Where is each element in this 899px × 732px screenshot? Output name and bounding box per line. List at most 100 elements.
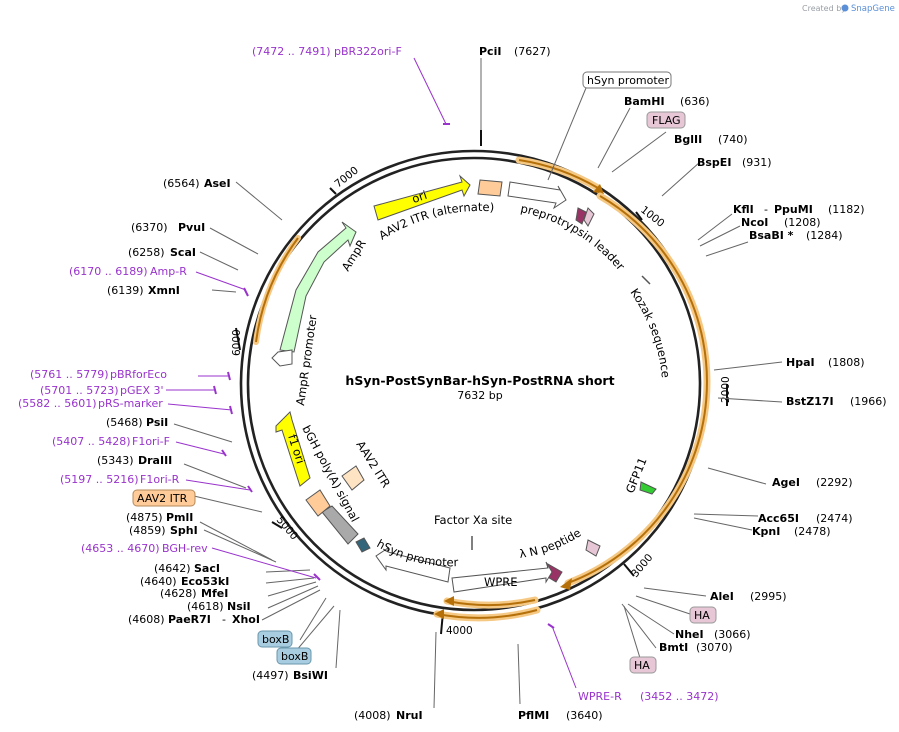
svg-text:PvuI: PvuI xyxy=(178,221,205,234)
primer-pgex3: (5701 .. 5723) pGEX 3' xyxy=(40,384,164,397)
gfp11-arrow xyxy=(639,481,657,495)
svg-text:(1966): (1966) xyxy=(850,395,887,408)
plasmid-size: 7632 bp xyxy=(457,389,502,402)
svg-text:PflMI: PflMI xyxy=(518,709,549,722)
svg-text:Acc65I: Acc65I xyxy=(758,512,799,525)
svg-text:FLAG: FLAG xyxy=(652,114,681,127)
tag-aav2-itr: AAV2 ITR xyxy=(132,489,196,507)
svg-text:(5582 .. 5601): (5582 .. 5601) xyxy=(18,397,97,410)
tick-marks xyxy=(235,130,728,635)
svg-text:(6370): (6370) xyxy=(131,221,168,234)
orf-arcs xyxy=(253,156,711,622)
backbone-inner xyxy=(246,156,702,612)
svg-text:pBRforEco: pBRforEco xyxy=(110,368,167,381)
svg-text:(2474): (2474) xyxy=(816,512,853,525)
site-bglii: BglII (740) xyxy=(674,133,748,146)
svg-text:ScaI: ScaI xyxy=(170,246,196,259)
svg-text:PmlI: PmlI xyxy=(166,511,193,524)
svg-text:DraIII: DraIII xyxy=(138,454,172,467)
svg-text:MfeI: MfeI xyxy=(201,587,228,600)
kozak-marker xyxy=(641,275,651,285)
tick-label: 6000 xyxy=(231,329,243,356)
boxb-marker xyxy=(355,537,371,553)
site-agei: AgeI (2292) xyxy=(772,476,853,489)
tag-flag: FLAG xyxy=(646,111,686,129)
site-xmni: (6139) XmnI xyxy=(107,284,180,297)
primer-pbrforeco: (5761 .. 5779) pBRforEco xyxy=(30,368,167,381)
svg-text:(6564): (6564) xyxy=(163,177,200,190)
svg-text:(3452 .. 3472): (3452 .. 3472) xyxy=(640,690,719,703)
svg-text:Amp-R: Amp-R xyxy=(150,265,187,278)
site-nrui: (4008) NruI xyxy=(354,709,423,722)
svg-text:HA: HA xyxy=(694,609,710,622)
svg-text:(5701 .. 5723): (5701 .. 5723) xyxy=(40,384,119,397)
tag-boxb-1: boxB xyxy=(257,630,293,648)
svg-text:BmtI: BmtI xyxy=(659,641,688,654)
svg-text:WPRE-R: WPRE-R xyxy=(578,690,622,703)
plasmid-name: hSyn-PostSynBar-hSyn-PostRNA short xyxy=(345,373,614,388)
tag-hsyn-promoter: hSyn promoter xyxy=(582,71,672,89)
svg-text:(2478): (2478) xyxy=(794,525,831,538)
hsyn-promoter-arrow xyxy=(375,547,451,583)
site-alei: AleI (2995) xyxy=(710,590,787,603)
svg-text:KflI: KflI xyxy=(733,203,754,216)
svg-text:XmnI: XmnI xyxy=(148,284,180,297)
svg-text:(4640): (4640) xyxy=(140,575,177,588)
svg-text:(4628): (4628) xyxy=(160,587,197,600)
site-bsiwi: (4497) BsiWI xyxy=(252,669,328,682)
preprotrypsin-label: preprotrypsin leader xyxy=(519,201,627,273)
site-saci: (4642) SacI xyxy=(154,562,220,575)
aav2-itr-box-inner xyxy=(341,465,365,491)
svg-text:(6170 .. 6189): (6170 .. 6189) xyxy=(69,265,148,278)
svg-text:(931): (931) xyxy=(742,156,772,169)
kozak-label: Kozak sequence xyxy=(628,286,673,379)
site-kfli-ppumi: KflI - PpuMI (1182) xyxy=(733,203,865,216)
svg-text:AleI: AleI xyxy=(710,590,734,603)
svg-text:(3066): (3066) xyxy=(714,628,751,641)
svg-text:(1182): (1182) xyxy=(828,203,865,216)
site-nsii: (4618) NsiI xyxy=(187,600,251,613)
svg-text:(4008): (4008) xyxy=(354,709,391,722)
site-psii: (5468) PsiI xyxy=(106,416,168,429)
svg-text:(4653 .. 4670): (4653 .. 4670) xyxy=(81,542,160,555)
credit-brand: SnapGene xyxy=(851,4,895,14)
svg-text:-: - xyxy=(222,613,226,626)
site-bamhi: BamHI (636) xyxy=(624,95,710,108)
svg-text:HA: HA xyxy=(634,659,650,672)
svg-text:BspEI: BspEI xyxy=(697,156,731,169)
aav2-itr-alt-box xyxy=(477,179,503,197)
primer-f1ori-r: (5197 .. 5216) F1ori-R xyxy=(60,473,180,486)
svg-text:HpaI: HpaI xyxy=(786,356,815,369)
svg-text:PpuMI: PpuMI xyxy=(774,203,813,216)
site-mfei: (4628) MfeI xyxy=(160,587,228,600)
site-pmli: (4875) PmlI xyxy=(126,511,193,524)
primer-leader-lines xyxy=(166,57,577,689)
svg-text:AAV2 ITR: AAV2 ITR xyxy=(137,492,188,505)
bgh-polya-box xyxy=(321,505,359,545)
tick-label: 2000 xyxy=(720,376,732,403)
flag-tag-marker xyxy=(583,207,595,227)
svg-text:boxB: boxB xyxy=(262,633,289,646)
svg-text:BamHI: BamHI xyxy=(624,95,665,108)
wpre-label: WPRE xyxy=(484,575,518,589)
svg-text:Eco53kI: Eco53kI xyxy=(181,575,229,588)
site-eco53ki: (4640) Eco53kI xyxy=(140,575,229,588)
svg-text:(4608): (4608) xyxy=(128,613,165,626)
svg-text:F1ori-R: F1ori-R xyxy=(140,473,180,486)
svg-text:pBR322ori-F: pBR322ori-F xyxy=(334,45,402,58)
svg-text:(3640): (3640) xyxy=(566,709,603,722)
ampr-arrow xyxy=(279,221,357,353)
factor-xa-label: Factor Xa site xyxy=(434,513,512,527)
svg-text:(1208): (1208) xyxy=(784,216,821,229)
ori-label: ori xyxy=(410,188,429,206)
tag-boxb-2: boxB xyxy=(276,647,312,665)
site-bstz17i: BstZ17I (1966) xyxy=(786,395,887,408)
site-sphi: (4859) SphI xyxy=(129,524,198,537)
svg-text:AseI: AseI xyxy=(204,177,231,190)
tick-label: 4000 xyxy=(446,625,473,637)
site-pvui: (6370) PvuI xyxy=(131,221,205,234)
tag-ha-1: HA xyxy=(689,606,717,624)
hsyn-promoter-arrow-top xyxy=(507,181,567,210)
site-bmti: BmtI (3070) xyxy=(659,641,733,654)
svg-text:pRS-marker: pRS-marker xyxy=(98,397,163,410)
